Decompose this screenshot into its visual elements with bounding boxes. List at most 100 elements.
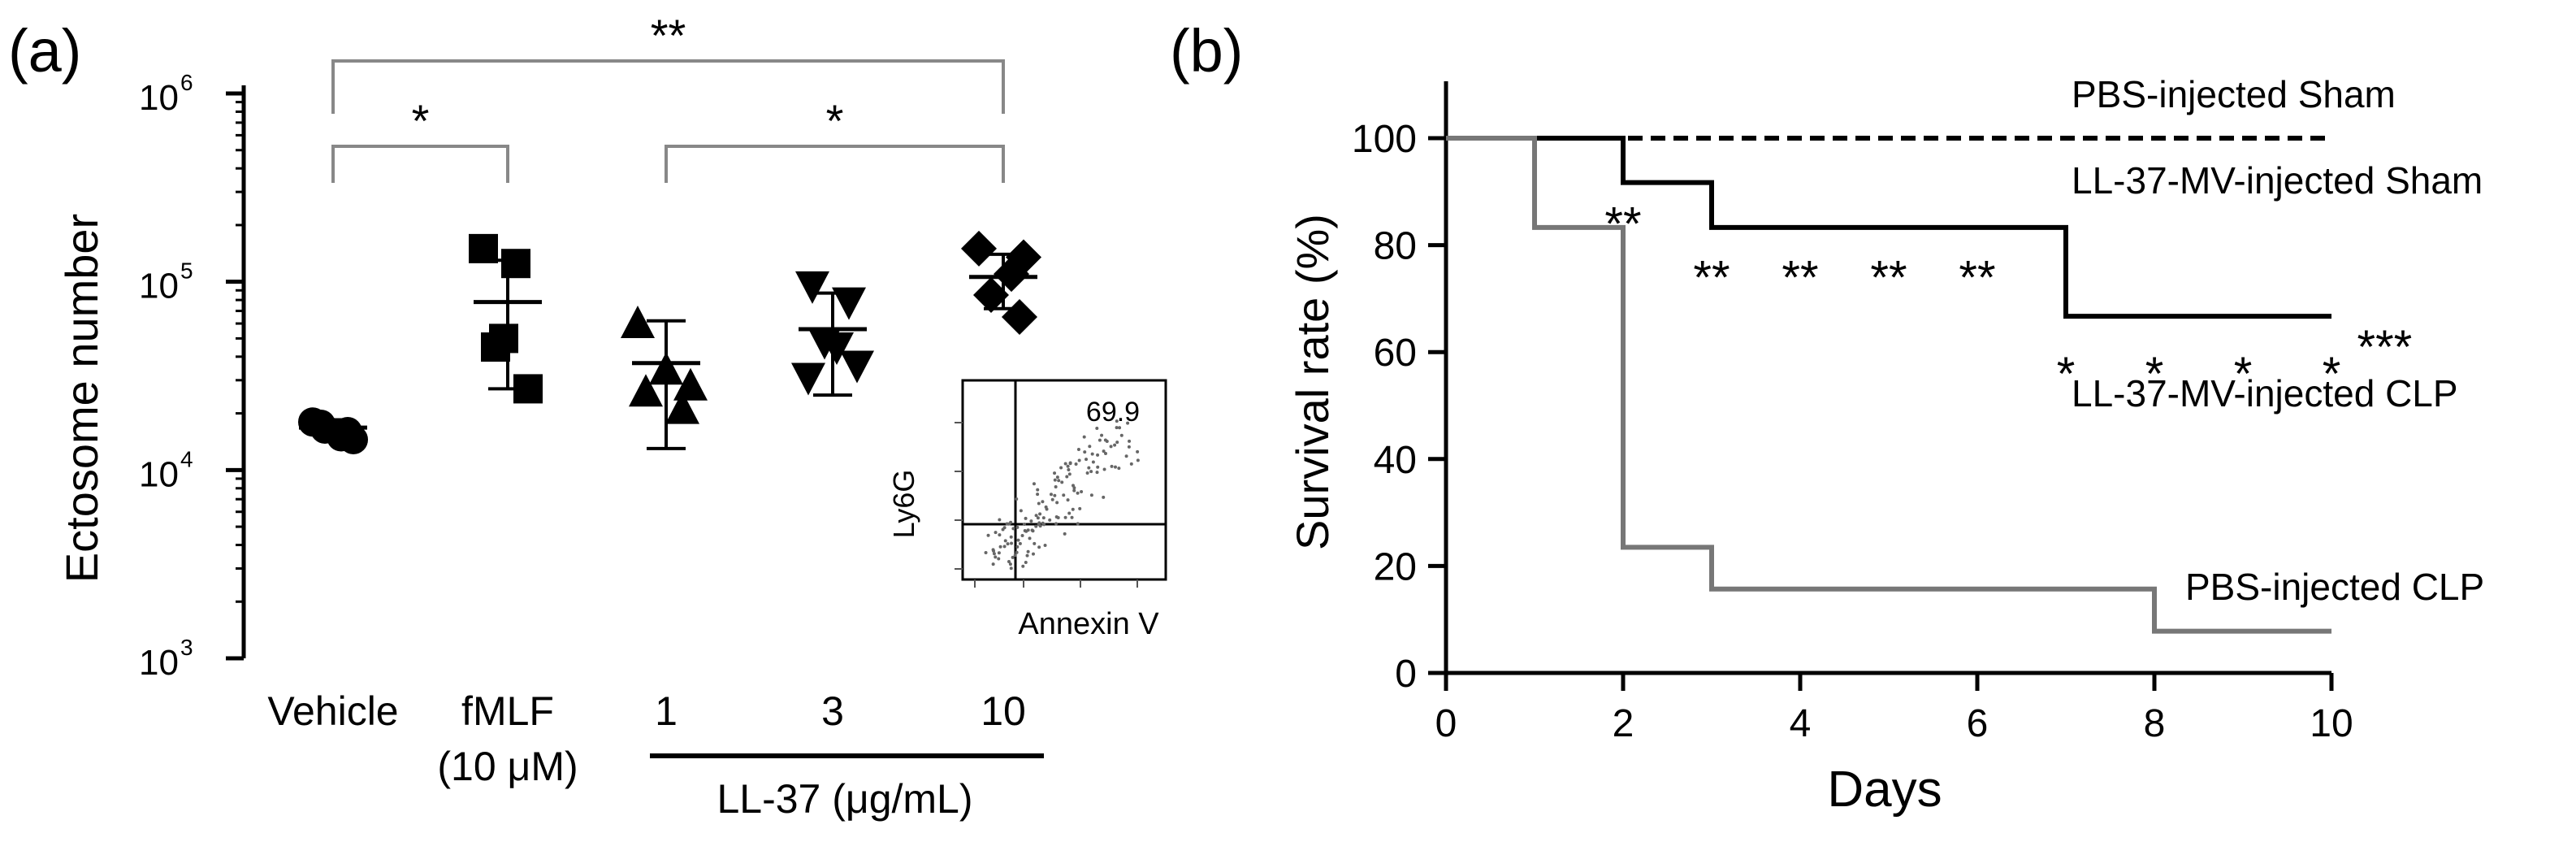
inset-dot <box>1025 553 1029 558</box>
inset-dot <box>1038 512 1042 516</box>
inset-dot <box>1006 542 1010 546</box>
inset-dot <box>1054 485 1058 489</box>
inset-dot <box>1085 458 1089 462</box>
panel-a-significance-brackets: **** <box>331 10 1005 183</box>
panel-a-group-bracket: LL-37 (μg/mL) <box>650 753 1044 822</box>
significance-mark: * <box>2323 348 2341 401</box>
inset-dot <box>1003 539 1007 543</box>
inset-dot <box>1015 545 1020 549</box>
inset-value: 69.9 <box>1086 397 1140 428</box>
panel-a-data-points <box>298 230 1041 454</box>
data-point-circle <box>306 410 336 440</box>
data-point-square <box>489 323 518 354</box>
inset-dot <box>1030 528 1034 532</box>
inset-dot <box>1016 538 1020 542</box>
significance-mark: ** <box>1959 251 1995 304</box>
panel-a-y-tick-exponent: 5 <box>180 258 193 284</box>
inset-dot <box>1066 498 1070 502</box>
inset-dot <box>1060 480 1064 484</box>
inset-dot <box>1066 464 1070 468</box>
inset-dot <box>1026 528 1030 532</box>
inset-dot <box>1072 484 1076 488</box>
inset-dot <box>994 531 998 535</box>
inset-dot <box>1007 522 1011 526</box>
panel-a-y-tick-exponent: 3 <box>180 635 193 660</box>
inset-dot <box>1067 472 1072 476</box>
panel-b-y-tick-label: 60 <box>1374 332 1417 375</box>
panel-a-y-tick-exponent: 6 <box>180 70 193 95</box>
significance-mark: * <box>2057 348 2076 401</box>
inset-dot <box>1074 462 1078 467</box>
inset-dot <box>984 550 988 554</box>
data-point-diamond <box>973 277 1009 314</box>
inset-dot <box>1063 532 1067 536</box>
inset-dot <box>1080 489 1084 493</box>
inset-dot <box>1105 440 1109 444</box>
inset-dot <box>1015 525 1020 529</box>
panel-b-x-tick-label: 10 <box>2310 702 2353 745</box>
panel-a-y-tick-label: 10 <box>139 267 179 306</box>
inset-dot <box>1136 449 1140 454</box>
panel-b-x-axis-label: Days <box>1827 762 1942 818</box>
data-point-triangle-up <box>621 306 655 339</box>
inset-dot <box>1053 471 1057 475</box>
data-point-triangle-down <box>820 332 854 366</box>
significance-mark: * <box>2234 348 2253 401</box>
panel-a-x-tick-label: fMLF <box>461 688 554 734</box>
significance-mark: ** <box>1782 251 1818 304</box>
data-point-triangle-down <box>795 271 829 304</box>
inset-dot <box>1068 462 1072 466</box>
inset-dot <box>1054 522 1059 526</box>
inset-dot <box>1109 445 1113 449</box>
inset-dot <box>1037 501 1041 506</box>
inset-dot <box>1036 516 1040 520</box>
inset-y-label: Ly6G <box>887 470 920 539</box>
inset-dot <box>1096 453 1100 457</box>
inset-dot <box>1044 505 1048 509</box>
inset-dot <box>997 557 1001 561</box>
significance-star: * <box>826 95 844 146</box>
survival-series-line <box>1446 136 2331 634</box>
inset-dot <box>1087 466 1091 470</box>
panel-b-axes <box>1444 81 2331 675</box>
inset-dot <box>1076 448 1080 452</box>
significance-mark: *** <box>2357 321 2413 374</box>
data-point-circle <box>333 417 362 447</box>
inset-dot <box>994 555 998 559</box>
inset-dot <box>1041 500 1045 504</box>
inset-dot <box>1102 449 1106 454</box>
panel-a-x-tick-label: Vehicle <box>267 688 398 734</box>
panel-a-y-tick-label: 10 <box>139 78 179 118</box>
panel-b-y-tick-label: 0 <box>1395 653 1417 696</box>
inset-dot <box>1011 555 1015 559</box>
panel-a-x-tick-label: 10 <box>981 688 1026 734</box>
line-label-mv-clp: LL-37-MV-injected CLP <box>2072 372 2458 414</box>
inset-ticks <box>955 422 1138 588</box>
inset-dot <box>1077 458 1081 462</box>
panel-b-y-tick-label: 100 <box>1352 118 1417 161</box>
panel-a-group-label: LL-37 (μg/mL) <box>717 776 972 822</box>
inset-dot <box>1029 519 1033 523</box>
inset-dot <box>1078 506 1082 510</box>
inset-dot <box>1024 560 1028 564</box>
panel-a-y-tick-label: 10 <box>139 454 179 494</box>
inset-dot <box>1050 497 1054 501</box>
inset-dot <box>1010 541 1014 545</box>
inset-dot <box>998 533 1002 537</box>
inset-dot <box>1127 445 1131 449</box>
inset-frame <box>961 379 1167 581</box>
panel-a-inset-plot: 69.9 Annexin V Ly6G <box>887 379 1167 641</box>
inset-dot <box>1059 466 1063 470</box>
inset-dot <box>1042 523 1046 527</box>
data-point-triangle-up <box>629 374 663 407</box>
data-point-triangle-down <box>791 362 825 396</box>
inset-dot <box>1136 458 1140 462</box>
inset-dot <box>1005 522 1009 526</box>
inset-dot <box>1113 443 1117 447</box>
inset-dot <box>997 551 1001 555</box>
survival-series-line <box>1446 136 2331 319</box>
inset-dot <box>1088 445 1092 449</box>
panel-b-x-tick-label: 4 <box>1790 702 1812 745</box>
